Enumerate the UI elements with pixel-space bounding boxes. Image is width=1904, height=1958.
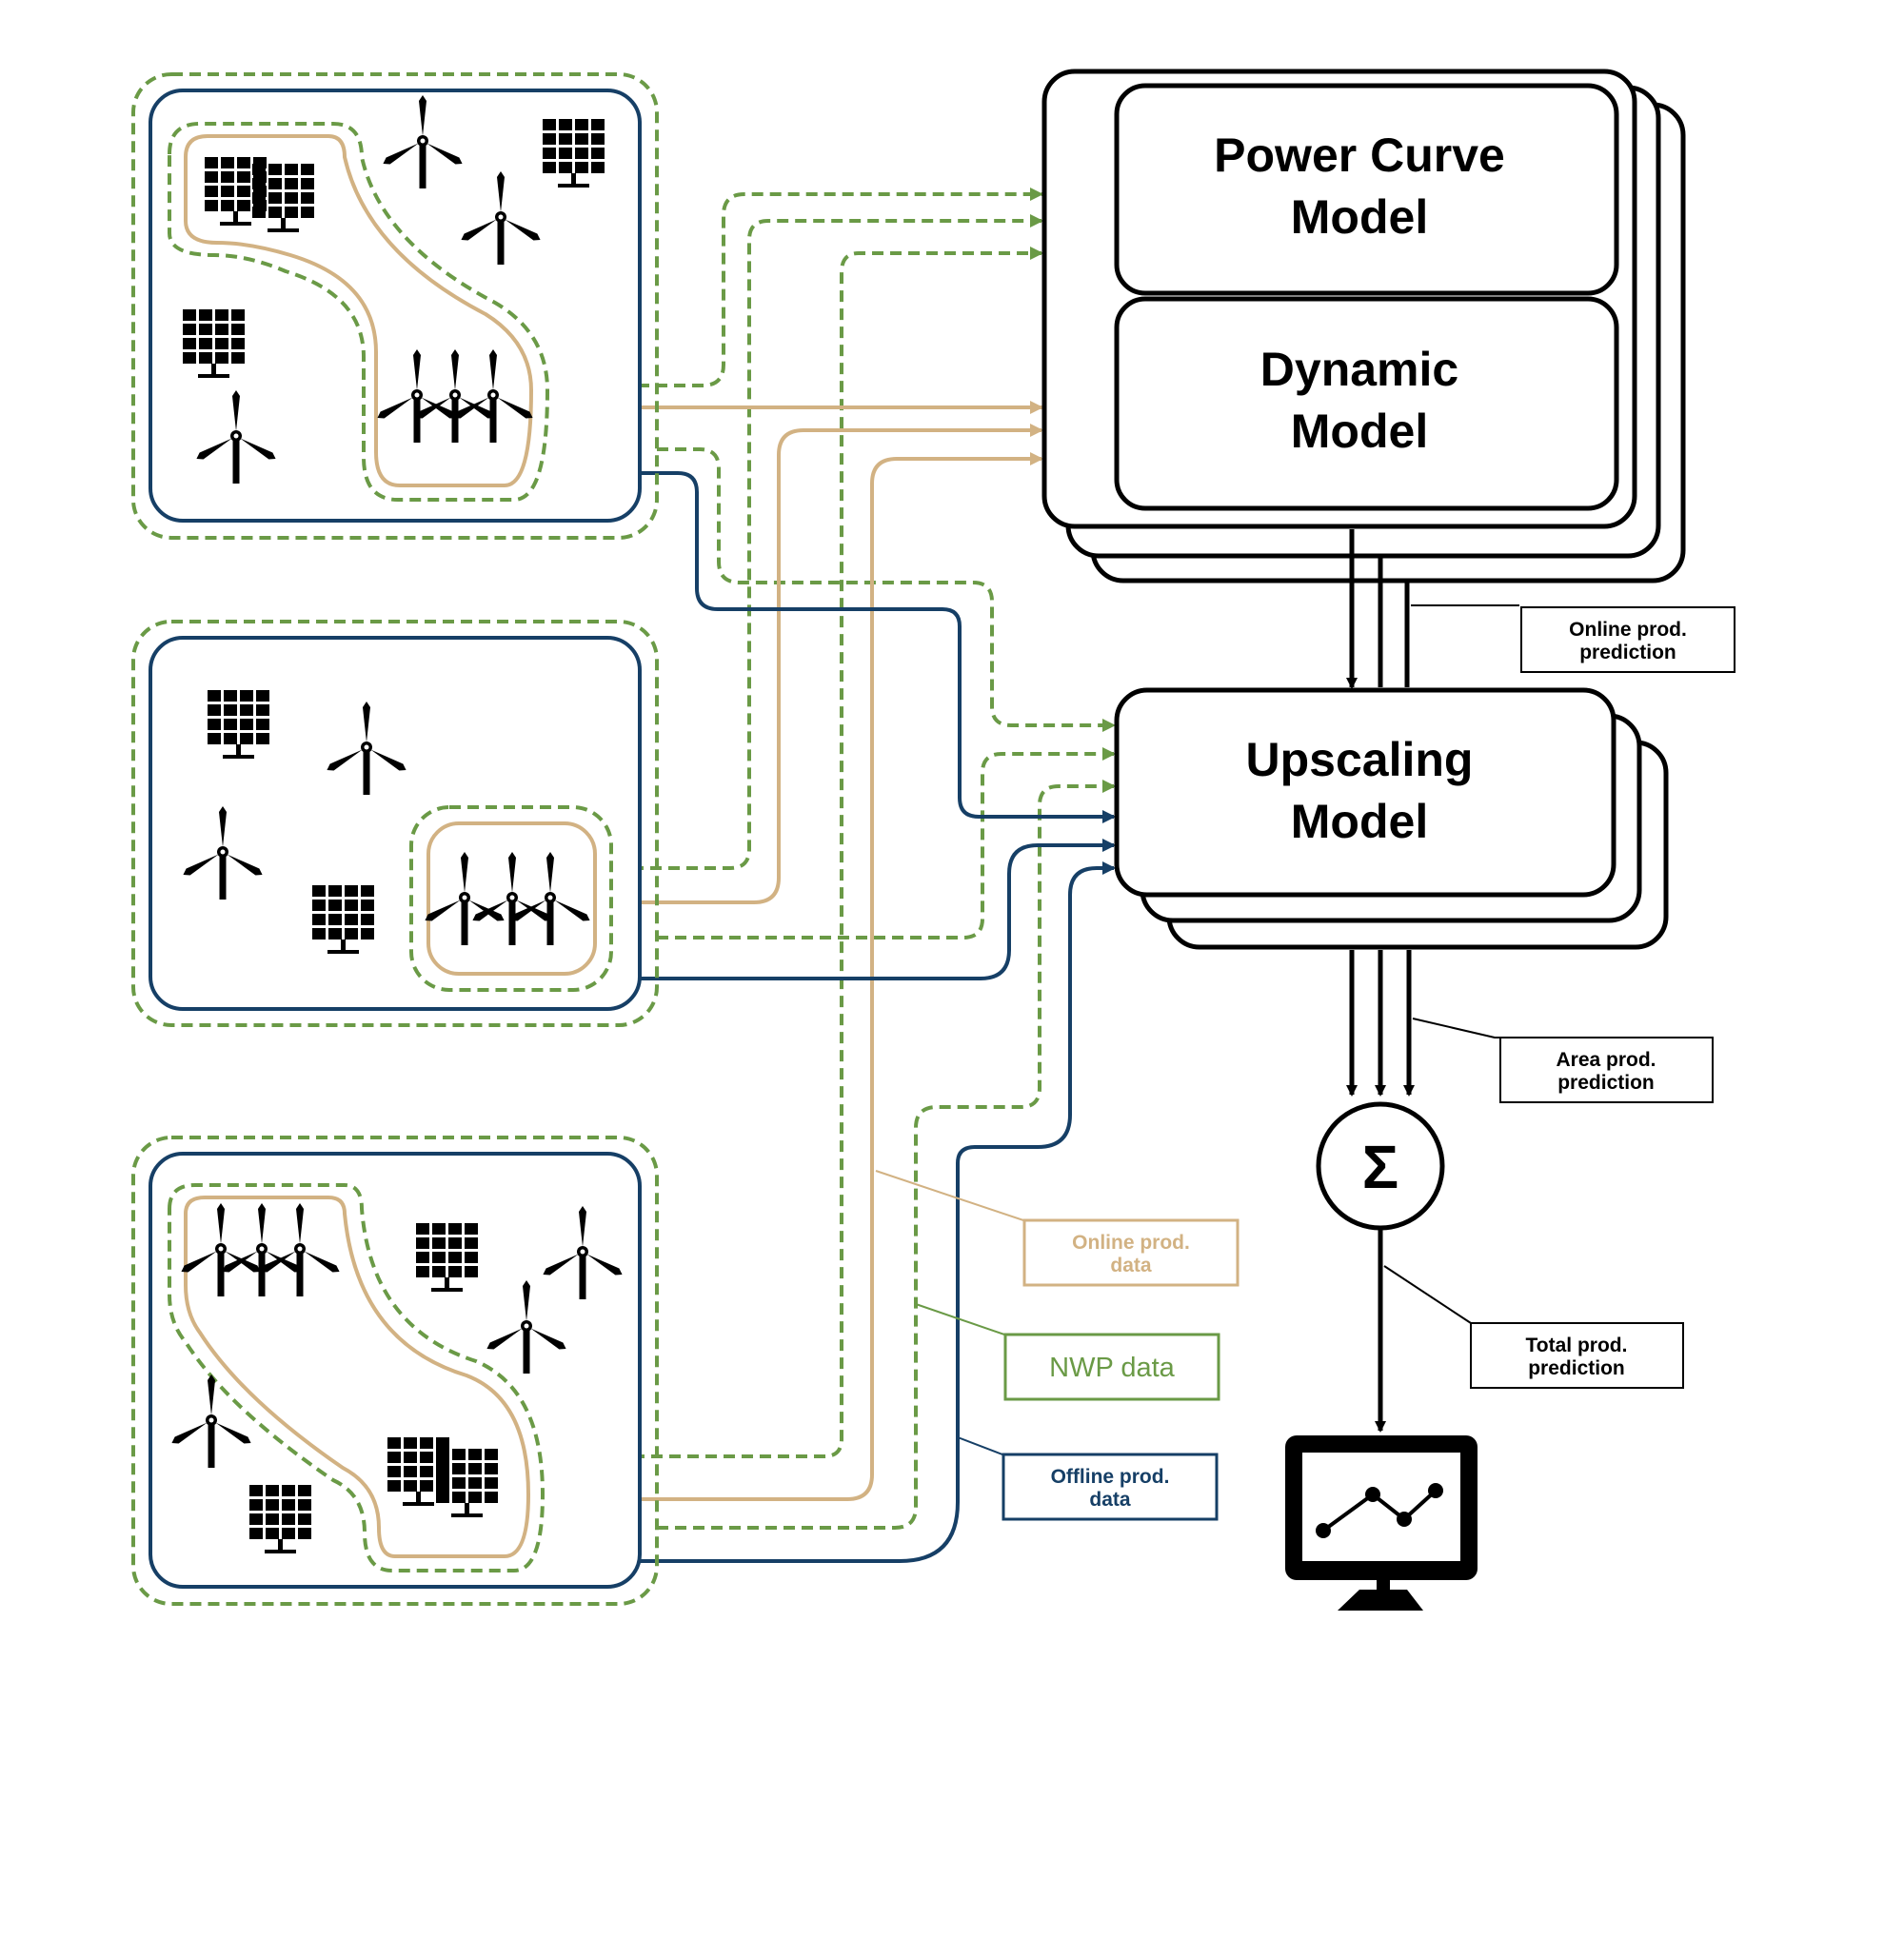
svg-text:prediction: prediction: [1557, 1072, 1655, 1094]
sum-symbol: Σ: [1362, 1133, 1398, 1201]
offline-line-area2-upscaling: [640, 839, 1116, 980]
nwp-line-area1-upscaling: [657, 447, 1116, 732]
prediction-model-stack: Power Curve Model Dynamic Model: [1041, 69, 1686, 583]
online-prediction-label: Online prod. prediction: [1520, 606, 1735, 673]
dynamic-title-1: Dynamic: [1260, 343, 1458, 396]
area-prediction-label: Area prod. prediction: [1499, 1037, 1714, 1103]
area-1-cluster-nwp: [168, 122, 550, 502]
area-2-cluster-nwp: [409, 805, 613, 992]
area-3: [131, 1136, 659, 1606]
area-2-cluster-online: [426, 821, 597, 976]
online-prediction-arrows: [1346, 529, 1410, 689]
area-prediction-arrows: [1346, 950, 1415, 1097]
dynamic-title-2: Model: [1291, 405, 1428, 458]
offline-line-area1-upscaling: [640, 471, 1116, 823]
svg-text:Online prod.: Online prod.: [1569, 619, 1687, 641]
online-data-label: Online prod. data: [1022, 1218, 1240, 1287]
svg-text:NWP data: NWP data: [1049, 1353, 1176, 1383]
nwp-line-area3-power-curve: [543, 247, 1043, 1458]
offline-data-leader: [957, 1436, 1003, 1455]
dynamic-model-box[interactable]: [1114, 296, 1619, 511]
svg-text:data: data: [1089, 1489, 1131, 1511]
svg-text:prediction: prediction: [1528, 1357, 1625, 1379]
area-1-nwp-boundary: [131, 72, 659, 540]
nwp-line-area1-power-curve: [547, 188, 1043, 387]
area-3-cluster-nwp: [168, 1183, 545, 1572]
offline-line-area3-upscaling: [640, 861, 1116, 1563]
area-3-nwp-boundary: [131, 1136, 659, 1606]
svg-text:Offline prod.: Offline prod.: [1051, 1466, 1170, 1488]
area-3-cluster-online: [184, 1196, 531, 1558]
upscaling-title-2: Model: [1291, 795, 1428, 848]
svg-text:data: data: [1110, 1255, 1152, 1276]
upscaling-title-1: Upscaling: [1246, 733, 1474, 786]
area-1: [131, 72, 659, 540]
online-line-area2-dynamic: [598, 424, 1043, 904]
svg-text:prediction: prediction: [1579, 642, 1676, 663]
area-1-cluster-online: [184, 134, 534, 487]
total-prediction-label: Total prod. prediction: [1470, 1322, 1684, 1389]
svg-text:Area prod.: Area prod.: [1556, 1049, 1656, 1071]
nwp-line-area3-upscaling: [657, 780, 1116, 1530]
power-curve-title-1: Power Curve: [1214, 129, 1505, 182]
area-prediction-leader: [1412, 1018, 1499, 1038]
area-2: [131, 620, 659, 1027]
online-data-leader: [875, 1170, 1024, 1221]
power-curve-title-2: Model: [1291, 190, 1428, 244]
upscaling-model-stack: Upscaling Model: [1114, 687, 1669, 950]
area-3-offline-boundary: [149, 1152, 642, 1589]
monitor-chart-icon: [1285, 1435, 1478, 1611]
sum-node: Σ: [1316, 1101, 1445, 1231]
offline-data-label: Offline prod. data: [1002, 1453, 1219, 1521]
area-2-nwp-boundary: [131, 620, 659, 1027]
nwp-data-label: NWP data: [1003, 1333, 1220, 1401]
svg-text:Online prod.: Online prod.: [1072, 1232, 1190, 1254]
nwp-line-area2-power-curve: [614, 214, 1043, 870]
upscaling-model-box[interactable]: [1114, 687, 1616, 898]
nwp-line-area2-upscaling: [657, 747, 1116, 939]
svg-text:Total prod.: Total prod.: [1526, 1335, 1628, 1356]
nwp-data-leader: [915, 1303, 1005, 1335]
power-curve-model-box[interactable]: [1114, 83, 1619, 296]
total-prediction-leader: [1383, 1265, 1472, 1324]
